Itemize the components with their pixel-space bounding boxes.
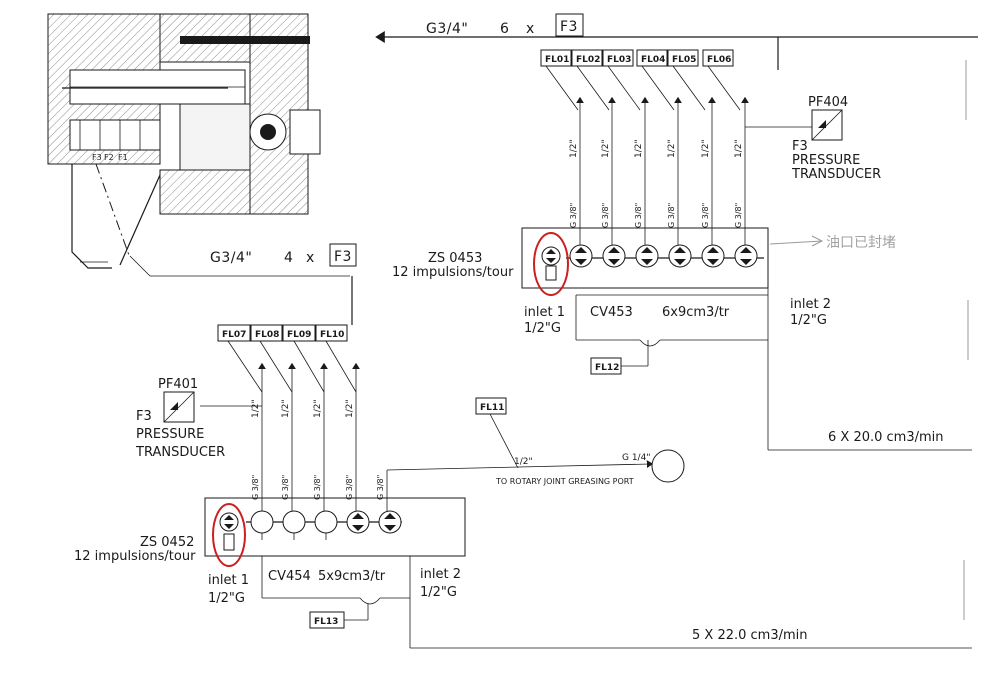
transducer-id: PF401 [158, 377, 198, 392]
bottom-header: G3/4" 4 x F3 [210, 243, 357, 325]
bottom-labels: ZS 0452 12 impulsions/tour inlet 1 1/2"G… [74, 535, 808, 643]
outlet-thread: G 3/8" [601, 203, 610, 228]
bottom-inlet2-size: 1/2"G [420, 585, 457, 600]
top-flow-rate: 6 X 20.0 cm3/min [828, 430, 944, 445]
bottom-inlet1-name: inlet 1 [208, 573, 249, 588]
top-inlet2-name: inlet 2 [790, 297, 831, 312]
outlet-thread: G 3/8" [345, 475, 354, 500]
outlet-thread: G 3/8" [313, 475, 322, 500]
outlet-size: 1/2" [701, 139, 711, 158]
bottom-bottom-tag: FL13 [314, 617, 338, 627]
outlet-thread: G 3/8" [281, 475, 290, 500]
top-pressure-transducer: PF404 F3 PRESSURE TRANSDUCER [791, 95, 881, 182]
outlet-size: 1/2" [734, 139, 744, 158]
outlet-thread: G 3/8" [251, 475, 260, 500]
outlet-thread: G 3/8" [634, 203, 643, 228]
outlet-thread: G 3/8" [376, 475, 385, 500]
outlet-size: 1/2" [601, 139, 611, 158]
flow-tag: FL03 [607, 55, 631, 65]
outlet-size: 1/2" [569, 139, 579, 158]
top-flow-tags: FL01 FL02 FL03 FL04 FL05 FL06 [540, 49, 734, 67]
greasing-thread: G 1/4" [622, 453, 650, 463]
transducer-port: F3 [136, 409, 152, 424]
bottom-outlet-lines [200, 340, 654, 514]
bottom-header-times: x [306, 250, 315, 266]
bottom-flow-rate: 5 X 22.0 cm3/min [692, 628, 808, 643]
greasing-tag: FL11 [480, 403, 504, 413]
section-view-drawing: F3 F2 F1 [47, 13, 350, 277]
bottom-sensor-id: ZS 0452 [140, 535, 194, 550]
top-valve-block [521, 227, 972, 451]
outlet-thread: G 3/8" [667, 203, 676, 228]
sensor-highlight-ring [212, 503, 246, 567]
handwritten-note-text: 油口已封堵 [826, 235, 896, 251]
top-sensor-id: ZS 0453 [428, 251, 482, 266]
bottom-header-thread: G3/4" [210, 250, 252, 266]
top-dosage: 6x9cm3/tr [662, 305, 730, 320]
outlet-size: 1/2" [667, 139, 677, 158]
top-valve-name: CV453 [590, 305, 633, 320]
top-header: G3/4" 6 x F3 [375, 13, 978, 70]
bottom-header-port: F3 [334, 249, 352, 265]
outlet-size: 1/2" [251, 399, 261, 418]
flow-tag: FL05 [672, 55, 696, 65]
section-port-label: F2 [104, 153, 114, 162]
section-port-label: F1 [118, 153, 128, 162]
outlet-thread: G 3/8" [734, 203, 743, 228]
transducer-port: F3 [792, 139, 808, 154]
handwritten-note: 油口已封堵 [769, 235, 896, 251]
flow-tag: FL10 [320, 330, 344, 340]
bottom-outlet-sizes: 1/2" 1/2" 1/2" 1/2" G 3/8" G 3/8" G 3/8"… [251, 399, 385, 500]
flow-tag: FL08 [255, 330, 279, 340]
top-header-times: x [526, 21, 535, 37]
top-header-count: 6 [500, 21, 509, 37]
section-port-label: F3 [92, 153, 102, 162]
bottom-dosage: 5x9cm3/tr [318, 569, 386, 584]
top-header-thread: G3/4" [426, 21, 468, 37]
transducer-line1: PRESSURE [136, 427, 204, 442]
outlet-size: 1/2" [634, 139, 644, 158]
scan-edge-marks [963, 60, 969, 620]
top-sensor-rate: 12 impulsions/tour [392, 265, 514, 280]
top-inlet1-name: inlet 1 [524, 305, 565, 320]
greasing-line: FL11 1/2" G 1/4" TO ROTARY JOINT GREASIN… [475, 397, 685, 486]
top-outlet-sizes: 1/2" 1/2" 1/2" 1/2" 1/2" 1/2" G 3/8" G 3… [569, 139, 744, 228]
outlet-size: 1/2" [313, 399, 323, 418]
top-header-port: F3 [560, 19, 578, 35]
top-outlet-lines [545, 65, 812, 250]
sensor-highlight-ring [533, 232, 569, 296]
outlet-thread: G 3/8" [569, 203, 578, 228]
top-inlet1-size: 1/2"G [524, 321, 561, 336]
outlet-thread: G 3/8" [701, 203, 710, 228]
bottom-inlet2-name: inlet 2 [420, 567, 461, 582]
flow-tag: FL07 [222, 330, 246, 340]
bottom-valve-block [204, 497, 972, 649]
transducer-line1: PRESSURE [792, 153, 860, 168]
greasing-label: TO ROTARY JOINT GREASING PORT [495, 477, 634, 486]
top-bottom-tag: FL12 [595, 363, 619, 373]
top-labels: ZS 0453 12 impulsions/tour inlet 1 1/2"G… [392, 251, 944, 445]
bottom-flow-tags: FL07 FL08 FL09 FL10 [217, 324, 348, 342]
outlet-size: 1/2" [281, 399, 291, 418]
bottom-inlet1-size: 1/2"G [208, 591, 245, 606]
flow-tag: FL06 [707, 55, 731, 65]
flow-tag: FL04 [641, 55, 665, 65]
transducer-line2: TRANSDUCER [135, 445, 225, 460]
greasing-pipe: 1/2" [514, 457, 533, 467]
bottom-header-count: 4 [284, 250, 293, 266]
bottom-sensor-rate: 12 impulsions/tour [74, 549, 196, 564]
transducer-id: PF404 [808, 95, 848, 110]
flow-tag: FL09 [287, 330, 311, 340]
bottom-pressure-transducer: PF401 F3 PRESSURE TRANSDUCER [135, 377, 225, 460]
flow-tag: FL02 [576, 55, 600, 65]
bottom-valve-name: CV454 [268, 569, 311, 584]
outlet-size: 1/2" [345, 399, 355, 418]
flow-tag: FL01 [545, 55, 569, 65]
top-inlet2-size: 1/2"G [790, 313, 827, 328]
transducer-line2: TRANSDUCER [791, 167, 881, 182]
